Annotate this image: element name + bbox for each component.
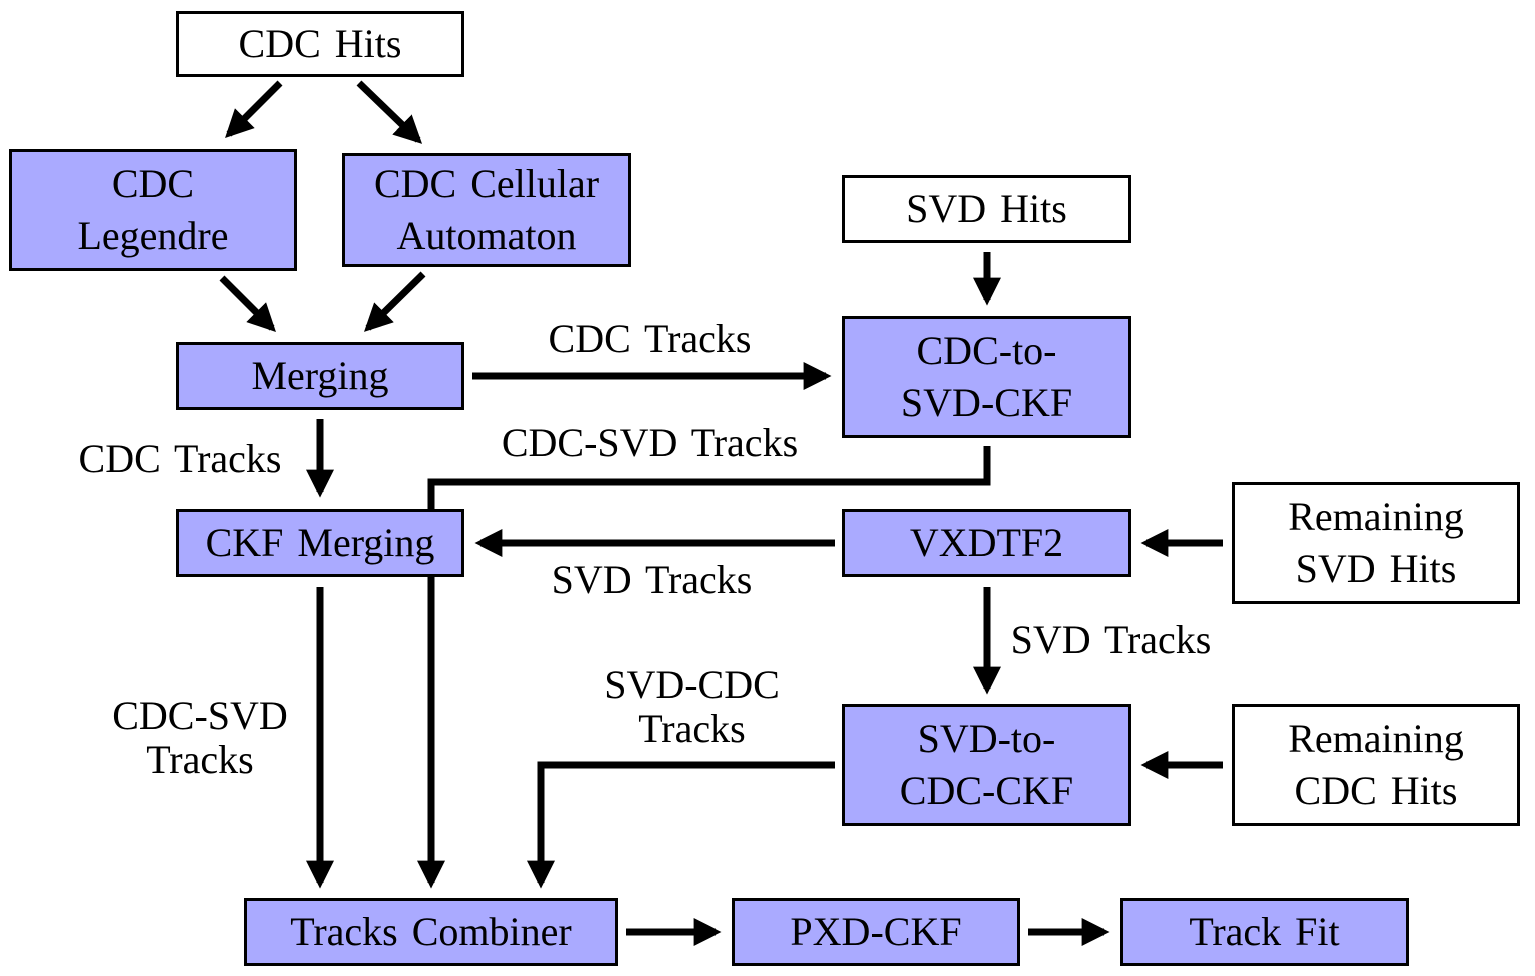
tracks-combiner-label: Tracks Combiner <box>290 909 572 954</box>
arrow-cdc-hits-to-legendre <box>225 80 283 138</box>
cdc-legendre-node: CDC Legendre <box>9 149 297 271</box>
pxd-ckf-node: PXD-CKF <box>732 898 1020 966</box>
svd-hits-label: SVD Hits <box>906 186 1067 231</box>
edge-label-svd-cdc-line2: Tracks <box>638 706 746 751</box>
merging-label: Merging <box>251 353 389 398</box>
remaining-cdc-hits-label-line1: Remaining <box>1288 716 1464 761</box>
cdc-to-svd-ckf-label-line2: SVD-CKF <box>900 380 1073 425</box>
cdc-hits-label: CDC Hits <box>238 21 402 66</box>
remaining-svd-hits-label-line2: SVD Hits <box>1295 546 1457 591</box>
cdc-to-svd-ckf-label-line1: CDC-to- <box>916 328 1057 373</box>
edge-label-vxdtf2-to-ckf-merging: SVD Tracks <box>551 557 753 602</box>
edge-label-cdc-svd-line1: CDC-SVD <box>112 693 288 738</box>
track-fit-label: Track Fit <box>1189 909 1340 954</box>
arrow-cdc-hits-to-cellular-automaton <box>356 80 423 144</box>
ckf-merging-label: CKF Merging <box>205 520 435 565</box>
pxd-ckf-label: PXD-CKF <box>790 909 962 954</box>
ckf-merging-node: CKF Merging <box>176 509 464 577</box>
svd-to-cdc-ckf-label-line2: CDC-CKF <box>899 768 1074 813</box>
edge-label-svd-cdc-line1: SVD-CDC <box>604 662 780 707</box>
cdc-cellular-automaton-label-line2: Automaton <box>396 213 577 258</box>
edge-label-merging-to-cdc-to-svd-ckf: CDC Tracks <box>548 316 752 361</box>
cdc-cellular-automaton-label-line1: CDC Cellular <box>373 161 600 206</box>
tracks-combiner-node: Tracks Combiner <box>244 898 618 966</box>
svd-to-cdc-ckf-label-line1: SVD-to- <box>917 716 1056 761</box>
cdc-cellular-automaton-node: CDC Cellular Automaton <box>342 153 631 267</box>
vxdtf2-label: VXDTF2 <box>909 520 1064 565</box>
arrow-cellular-automaton-to-merging <box>364 271 426 332</box>
remaining-cdc-hits-node: Remaining CDC Hits <box>1232 704 1520 826</box>
edge-label-svd-to-cdc-ckf-to-tracks-combiner: SVD-CDC Tracks <box>562 663 822 751</box>
remaining-svd-hits-node: Remaining SVD Hits <box>1232 482 1520 604</box>
edge-label-ckf-merging-to-tracks-combiner: CDC-SVD Tracks <box>80 694 320 782</box>
merging-node: Merging <box>176 342 464 410</box>
remaining-svd-hits-label-line1: Remaining <box>1288 494 1464 539</box>
cdc-to-svd-ckf-node: CDC-to- SVD-CKF <box>842 316 1131 438</box>
edge-label-merging-to-ckf-merging: CDC Tracks <box>78 436 282 481</box>
track-fit-node: Track Fit <box>1120 898 1409 966</box>
edge-label-cdc-to-svd-ckf-to-tracks-combiner: CDC-SVD Tracks <box>501 420 799 465</box>
svd-to-cdc-ckf-node: SVD-to- CDC-CKF <box>842 704 1131 826</box>
edge-label-vxdtf2-to-svd-to-cdc-ckf: SVD Tracks <box>1010 617 1212 662</box>
remaining-cdc-hits-label-line2: CDC Hits <box>1294 768 1458 813</box>
cdc-legendre-label-line1: CDC <box>111 161 195 206</box>
arrow-cdc-to-svd-ckf-to-tracks-combiner <box>417 446 991 889</box>
svd-hits-node: SVD Hits <box>842 175 1131 243</box>
arrow-legendre-to-merging <box>219 275 276 332</box>
cdc-legendre-label-line2: Legendre <box>77 213 229 258</box>
cdc-hits-node: CDC Hits <box>176 11 464 77</box>
arrow-svd-to-cdc-ckf-to-tracks-combiner <box>527 761 835 889</box>
edge-label-cdc-svd-line2: Tracks <box>146 737 254 782</box>
vxdtf2-node: VXDTF2 <box>842 509 1131 577</box>
